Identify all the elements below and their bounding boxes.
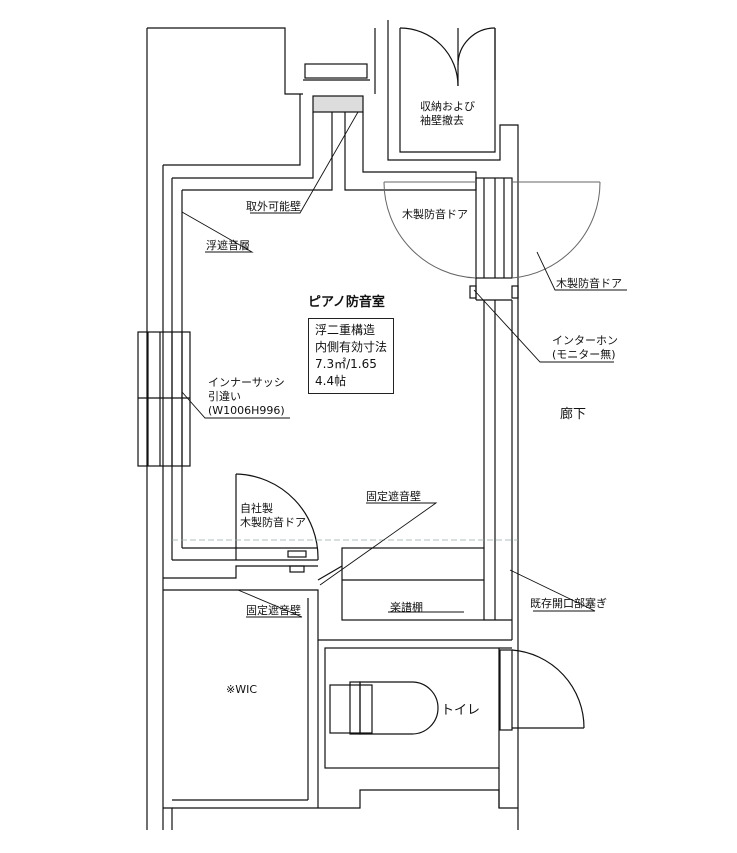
sheet-music-shelf	[341, 547, 485, 621]
inner-sash-label: インナーサッシ 引違い (W1006H996)	[208, 376, 285, 417]
door-swing-arc-left	[383, 181, 477, 279]
removable-wall-label: 取外可能壁	[246, 200, 301, 213]
spec-line-2: 内側有効寸法	[315, 340, 388, 354]
wall-top-inner	[163, 94, 301, 166]
storage-door-arc-left	[399, 27, 459, 87]
wooden-door-top-label: 木製防音ドア	[402, 208, 468, 221]
toilet-door-leaf	[499, 649, 513, 731]
sheet-shelf-label: 楽譜棚	[390, 601, 423, 614]
own-door-handle	[287, 550, 307, 558]
wooden-door-right-label: 木製防音ドア	[556, 277, 622, 290]
removable-wall-panel	[312, 95, 364, 113]
spec-box: 浮二重構造 内側有効寸法 7.3㎡/1.65 4.4帖	[308, 318, 395, 394]
fixed-wall-right-label: 固定遮音壁	[366, 490, 421, 503]
existing-opening-label: 既存開口部塞ぎ	[530, 597, 607, 610]
storage-door-arc-right	[457, 27, 496, 66]
door-frame-top	[475, 177, 513, 279]
spec-line-4: 4.4帖	[315, 374, 347, 388]
toilet-tank	[329, 684, 373, 734]
storage-outline	[399, 28, 496, 153]
wic-label: ※WIC	[226, 683, 258, 696]
door-stop-right	[511, 285, 519, 299]
fixed-wall-left	[163, 565, 318, 579]
own-door-handle-b	[289, 565, 305, 573]
toilet-bowl	[359, 681, 439, 735]
spec-line-3: 7.3㎡/1.65	[315, 357, 377, 371]
fixed-wall-left-b	[163, 589, 512, 641]
wic-bottom	[163, 807, 173, 830]
leader-removable	[250, 111, 359, 214]
door-stop-left	[469, 285, 477, 299]
piano-wall-right-top-b	[344, 112, 476, 191]
leader-existing	[509, 569, 596, 612]
door-swing-arc-right	[511, 181, 601, 279]
storage-label: 収納および 袖壁撤去	[420, 100, 475, 127]
removable-wall-top	[304, 63, 368, 79]
floating-layer-label: 浮遮音層	[206, 239, 250, 252]
floating-wall-outer	[172, 112, 314, 179]
own-door-label: 自社製 木製防音ドア	[240, 502, 306, 529]
shelf-step	[317, 565, 343, 581]
leader-fixed-right	[319, 502, 438, 586]
toilet-seat-edge	[349, 681, 361, 735]
leader-sash	[181, 391, 290, 419]
toilet-door-arc	[511, 649, 585, 729]
leader-floating	[181, 211, 254, 253]
intercom-label: インターホン (モニター無)	[552, 334, 618, 361]
floating-wall-inner	[182, 112, 333, 191]
leader-intercom	[473, 289, 614, 363]
own-door-arc	[235, 473, 319, 561]
inner-sash-frame	[137, 331, 191, 467]
piano-room-title: ピアノ防音室	[308, 295, 385, 310]
toilet-room	[324, 647, 500, 769]
leader-door-right	[536, 251, 627, 291]
storage-outline-b	[387, 20, 519, 161]
toilet-label: トイレ	[441, 703, 481, 718]
fixed-wall-left-label: 固定遮音壁	[246, 604, 301, 617]
leader-fixed-left	[237, 589, 303, 618]
corridor-label: 廊下	[560, 407, 587, 422]
bottom-wall	[172, 789, 518, 809]
outer-wall-top	[147, 27, 303, 95]
spec-line-1: 浮二重構造	[315, 323, 376, 337]
